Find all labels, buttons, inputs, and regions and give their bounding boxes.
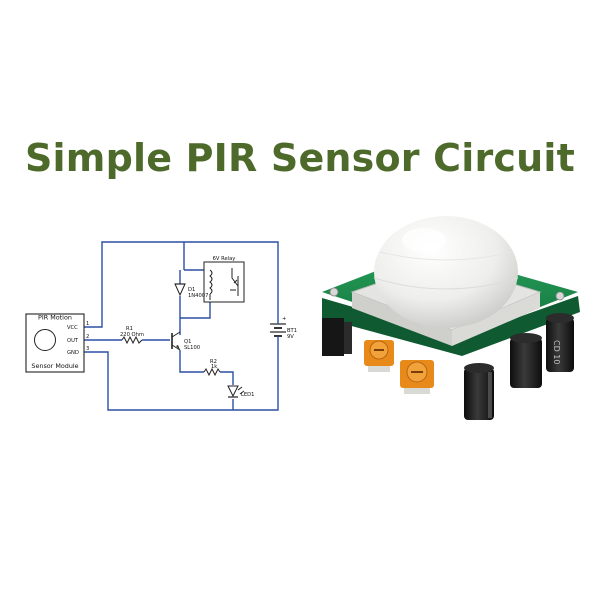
pin-gnd: GND	[67, 350, 79, 356]
capacitor-right: CD 10	[546, 313, 574, 372]
pin-vcc: VCC	[67, 325, 78, 331]
diode-part: 1N4007	[188, 293, 208, 299]
diode-ref: D1	[188, 287, 195, 293]
wire-emitter	[179, 350, 204, 373]
pin-number-1: 1	[86, 321, 89, 327]
wire-gnd	[84, 343, 279, 411]
page-title: Simple PIR Sensor Circuit	[24, 136, 575, 180]
resistor-r2: R2 1k	[203, 359, 221, 377]
wire-r2-led	[220, 371, 234, 385]
transistor-part: SL100	[184, 345, 200, 351]
capacitor-mid	[510, 333, 542, 388]
pin-number-2: 2	[86, 334, 89, 340]
r1-value: 220 Ohm	[120, 332, 144, 338]
relay-label: 6V Relay	[213, 256, 236, 262]
wire-vcc	[84, 241, 279, 328]
lens-base-side-left	[352, 292, 452, 346]
diode-d1: D1 1N4007	[174, 283, 208, 299]
lens-base-side-right	[452, 292, 540, 346]
module-top-label: PIR Motion	[38, 314, 72, 322]
pir-module: PIR Motion Sensor Module VCC OUT GND 1 2…	[25, 313, 89, 373]
battery-plus: +	[282, 316, 286, 322]
wires	[84, 241, 279, 411]
capacitor-marking: CD 10	[552, 340, 561, 364]
pin-out: OUT	[67, 338, 79, 344]
r1-ref: R1	[126, 326, 133, 332]
transistor-q1: Q1 SL100	[171, 331, 200, 351]
resistor-r1: R1 220 Ohm	[120, 326, 144, 345]
potentiometer-2	[400, 360, 434, 394]
r2-ref: R2	[210, 359, 217, 365]
pin-number-3: 3	[86, 346, 89, 352]
battery-bt1: + BT1 9V	[270, 305, 297, 343]
wire-relay-bottom	[179, 300, 211, 335]
pir-sensor-photo: CD 10	[322, 216, 580, 420]
relay: 6V Relay	[203, 256, 245, 303]
capacitor-front	[464, 363, 494, 420]
battery-value: 9V	[287, 334, 294, 340]
mount-hole-left	[329, 287, 339, 297]
led-ref: LED1	[241, 392, 254, 398]
module-bottom-label: Sensor Module	[31, 362, 78, 370]
led1: LED1	[227, 385, 254, 398]
fresnel-dome	[374, 216, 518, 328]
mount-hole-right	[555, 291, 565, 301]
pin-header	[322, 318, 344, 356]
schematic: PIR Motion Sensor Module VCC OUT GND 1 2…	[25, 241, 297, 411]
battery-ref: BT1	[287, 328, 297, 334]
r2-value: 1k	[211, 364, 217, 370]
potentiometer-1	[364, 340, 394, 372]
transistor-ref: Q1	[184, 339, 191, 345]
